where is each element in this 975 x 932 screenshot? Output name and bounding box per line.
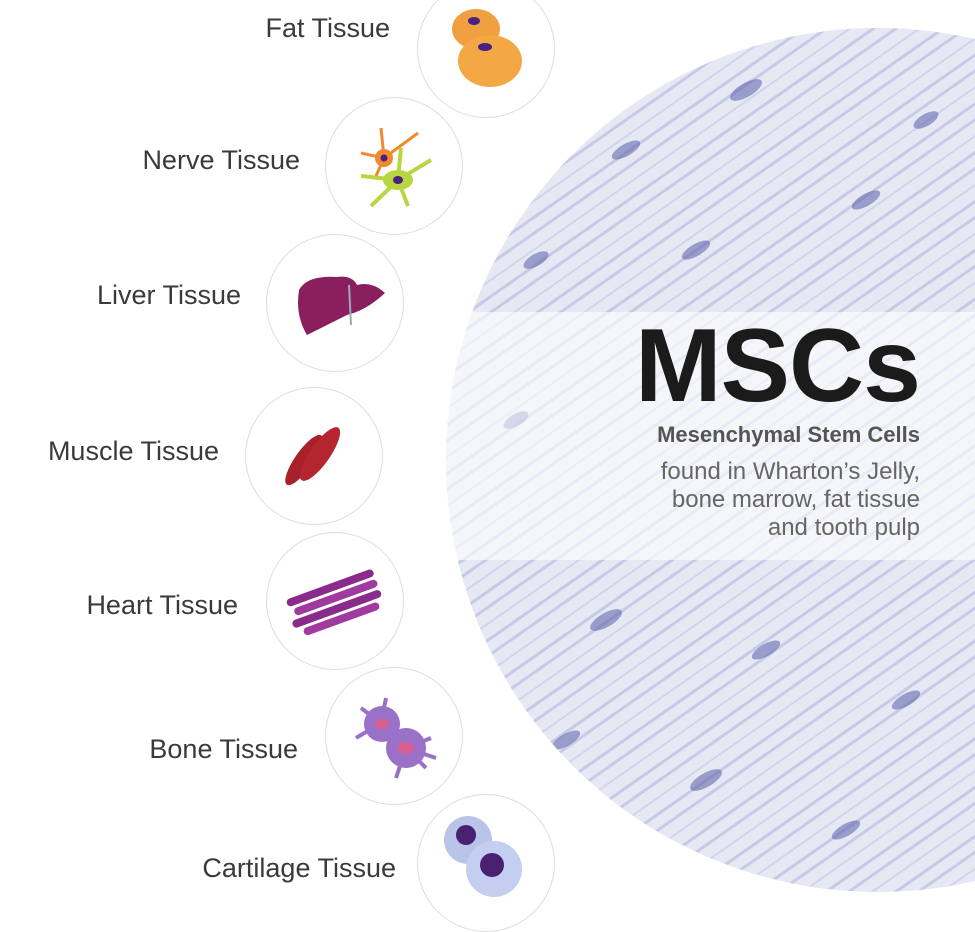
stem-cell-micrograph (446, 28, 975, 892)
description-line: and tooth pulp (767, 514, 920, 541)
nerve-tissue-circle (325, 97, 463, 235)
main-title: MSCs (635, 308, 921, 424)
fat-tissue-circle (417, 0, 555, 118)
cartilage-tissue-circle (417, 794, 555, 932)
label-heart-tissue: Heart Tissue (86, 590, 238, 620)
main-subtitle: Mesenchymal Stem Cells (657, 422, 920, 447)
bone-cell-icon (354, 697, 437, 779)
main-description: found in Wharton’s Jelly, bone marrow, f… (661, 458, 920, 542)
label-nerve-tissue: Nerve Tissue (142, 145, 300, 175)
muscle-icon (285, 427, 341, 486)
bone-tissue-circle (325, 667, 463, 805)
neuron-icon (360, 127, 433, 208)
description-line: found in Wharton’s Jelly, (660, 458, 920, 485)
label-bone-tissue: Bone Tissue (149, 734, 298, 764)
fat-cell-icon (452, 9, 522, 87)
cartilage-cell-icon (444, 816, 522, 897)
description-line: bone marrow, fat tissue (671, 486, 920, 513)
muscle-tissue-circle (245, 387, 383, 525)
liver-tissue-circle (266, 234, 404, 372)
heart-muscle-icon (286, 569, 382, 636)
label-fat-tissue: Fat Tissue (265, 13, 390, 43)
label-muscle-tissue: Muscle Tissue (47, 436, 219, 466)
label-cartilage-tissue: Cartilage Tissue (202, 853, 396, 883)
heart-tissue-circle (266, 532, 404, 670)
label-liver-tissue: Liver Tissue (96, 280, 241, 310)
liver-icon (298, 276, 385, 335)
